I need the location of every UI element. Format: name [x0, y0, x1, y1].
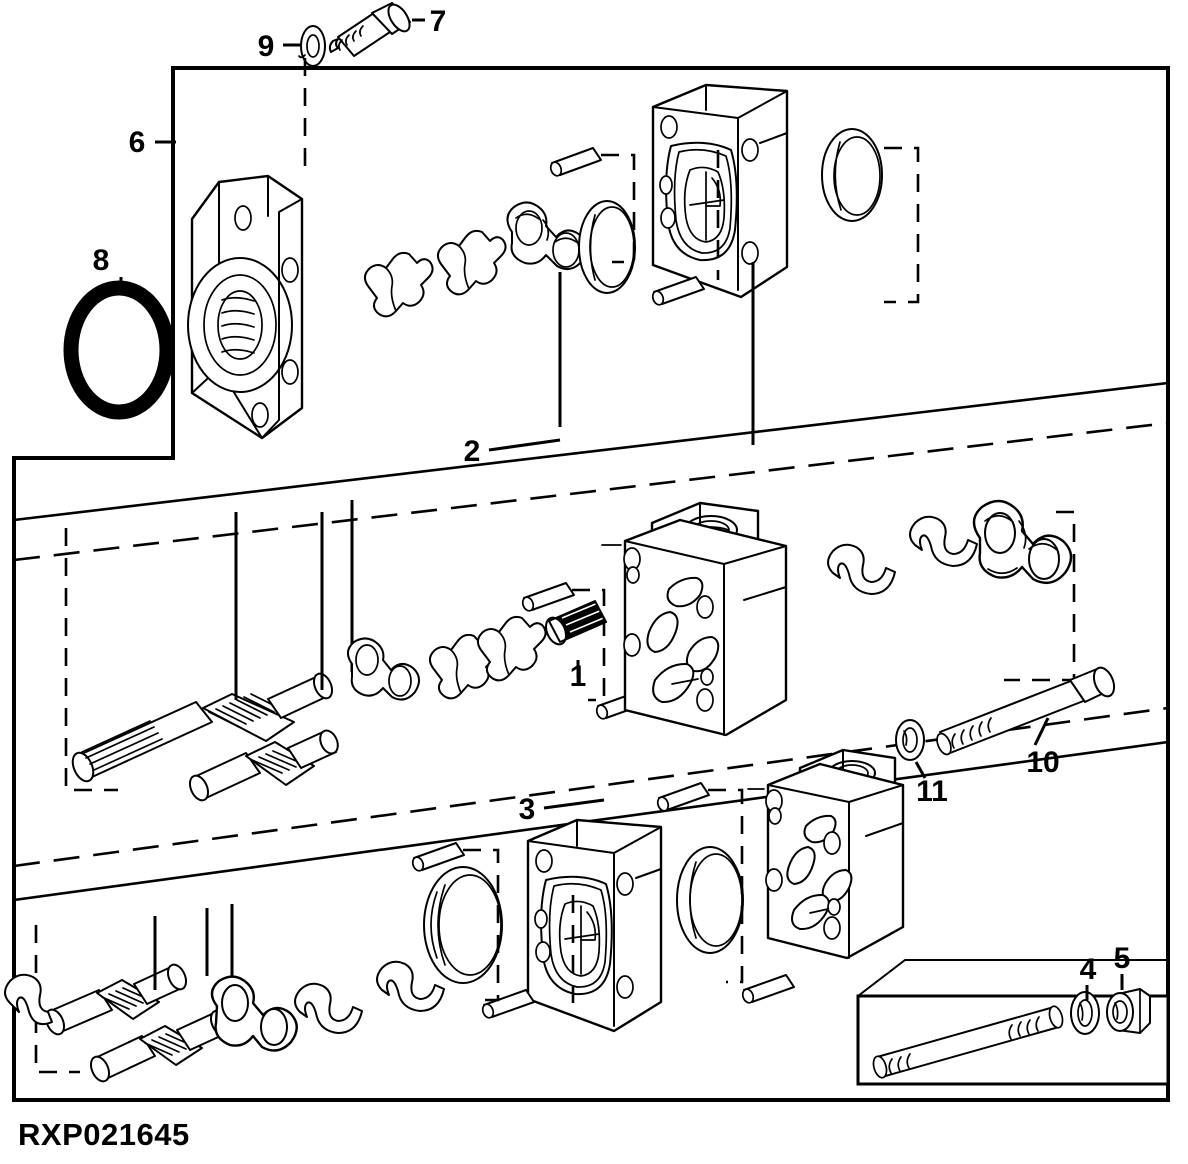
part-wear-plate-a [364, 251, 434, 318]
callout-8-label: 8 [93, 244, 110, 277]
part-nut-5: 5 [1106, 942, 1151, 1034]
callout-2: 2 [464, 435, 561, 468]
part-washer-4: 4 [1070, 953, 1100, 1035]
part-figure-eight-bearing-low [210, 975, 298, 1052]
callout-10-label: 10 [1026, 746, 1059, 779]
callout-6-label: 6 [129, 126, 146, 159]
bracket-low-pin-a [463, 848, 500, 1002]
bracket-top-left [601, 153, 636, 264]
part-seal-ring-top-a [578, 200, 636, 294]
part-seal-ring-low-c [4, 973, 53, 1026]
part-o-ring-8: 8 [63, 244, 175, 420]
part-seal-ring-mid-b [909, 515, 978, 567]
part-seal-ring-low-a [294, 982, 363, 1034]
part-dowel-pin-low-a [411, 842, 465, 872]
part-seal-ring-mid-a [827, 543, 896, 595]
part-number-label: RXP021645 [18, 1117, 190, 1152]
part-drive-gear-shaft-low [44, 963, 188, 1036]
part-figure-eight-bearing-top [506, 201, 588, 427]
callout-9-label: 9 [258, 30, 275, 63]
part-rear-housing-low [526, 818, 663, 1033]
part-wear-plate-b [437, 229, 507, 296]
callout-3-label: 3 [519, 793, 536, 826]
part-center-pump-body [601, 501, 788, 737]
diagram-outer-frame [12, 66, 1170, 1102]
part-idler-gear-shaft-low [89, 1009, 231, 1083]
callout-4-label: 4 [1080, 953, 1097, 986]
part-seal-ring-top-b [821, 128, 883, 222]
callout-5-label: 5 [1114, 942, 1131, 975]
part-dowel-pin-mid-a [521, 582, 575, 612]
bracket-mid-pin [572, 588, 606, 702]
part-figure-eight-bearing-mid-left [347, 637, 420, 701]
leaders-mid-gears [234, 500, 354, 700]
bracket-top-right [884, 146, 920, 304]
callout-2-label: 2 [464, 435, 481, 468]
part-shaft-seal-ring-low [423, 866, 503, 984]
part-washer-9: 9 [258, 25, 326, 176]
part-cap-screw-7: 7 [328, 2, 447, 57]
part-seal-ring-low-big [676, 846, 744, 954]
group-divider-2 [13, 381, 1169, 562]
part-pump-housing-top [651, 83, 789, 445]
part-dowel-pin-low-d [741, 974, 795, 1004]
part-cap-screw-long-10: 10 [936, 666, 1116, 779]
part-washer-11: 11 [895, 719, 948, 808]
part-dowel-pin-low-b [481, 989, 535, 1019]
part-mounting-flange-housing [187, 174, 304, 440]
part-idler-gear-shaft-mid [188, 729, 339, 802]
part-dowel-pin-top-b [651, 276, 705, 306]
part-wear-plate-mid-b [477, 615, 547, 682]
part-seal-ring-low-b [376, 960, 445, 1012]
inset-detail-box: 4 5 [856, 942, 1170, 1086]
part-figure-eight-bearing-mid-right [972, 499, 1073, 585]
part-threaded-stud [872, 1005, 1064, 1079]
part-dowel-pin-low-c [656, 782, 710, 812]
bracket-mid-right [1004, 510, 1076, 682]
bracket-low-pin-b [708, 788, 744, 984]
callout-3: 3 [519, 793, 605, 826]
callout-1-label: 1 [570, 660, 587, 693]
callout-11-label: 11 [916, 775, 948, 808]
part-splined-dowel-pin-1: 1 [544, 600, 607, 693]
callout-6: 6 [129, 126, 176, 159]
part-drive-gear-shaft-mid [71, 672, 334, 783]
bracket-low-gears [34, 925, 80, 1074]
part-rear-port-block-low [747, 748, 905, 960]
part-dowel-pin-top-a [549, 147, 602, 177]
callout-7-label: 7 [430, 5, 447, 38]
